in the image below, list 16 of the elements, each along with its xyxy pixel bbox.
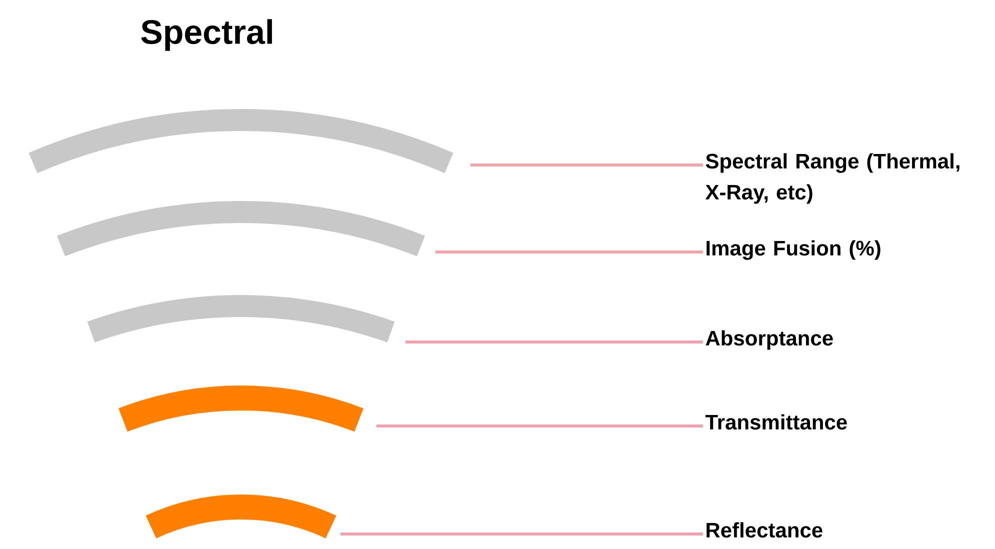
leader-line bbox=[435, 250, 703, 254]
arc-shape bbox=[146, 494, 336, 538]
label-text: Spectral Range (Thermal, X-Ray, etc) bbox=[705, 153, 960, 204]
leader-line bbox=[405, 340, 703, 344]
leader-line bbox=[340, 532, 703, 536]
label-text: Transmittance bbox=[705, 414, 847, 430]
label-text: Image Fusion (%) bbox=[706, 240, 880, 260]
arc-shape bbox=[88, 295, 394, 342]
arc-shape bbox=[118, 386, 364, 432]
title: Spectral bbox=[141, 19, 272, 51]
label-text: Reflectance bbox=[706, 522, 822, 538]
leader-line bbox=[376, 424, 703, 428]
arc-shape bbox=[57, 201, 425, 256]
arc-shape bbox=[29, 109, 453, 174]
label-text: Absorptance bbox=[706, 330, 833, 350]
leader-line bbox=[470, 164, 703, 166]
